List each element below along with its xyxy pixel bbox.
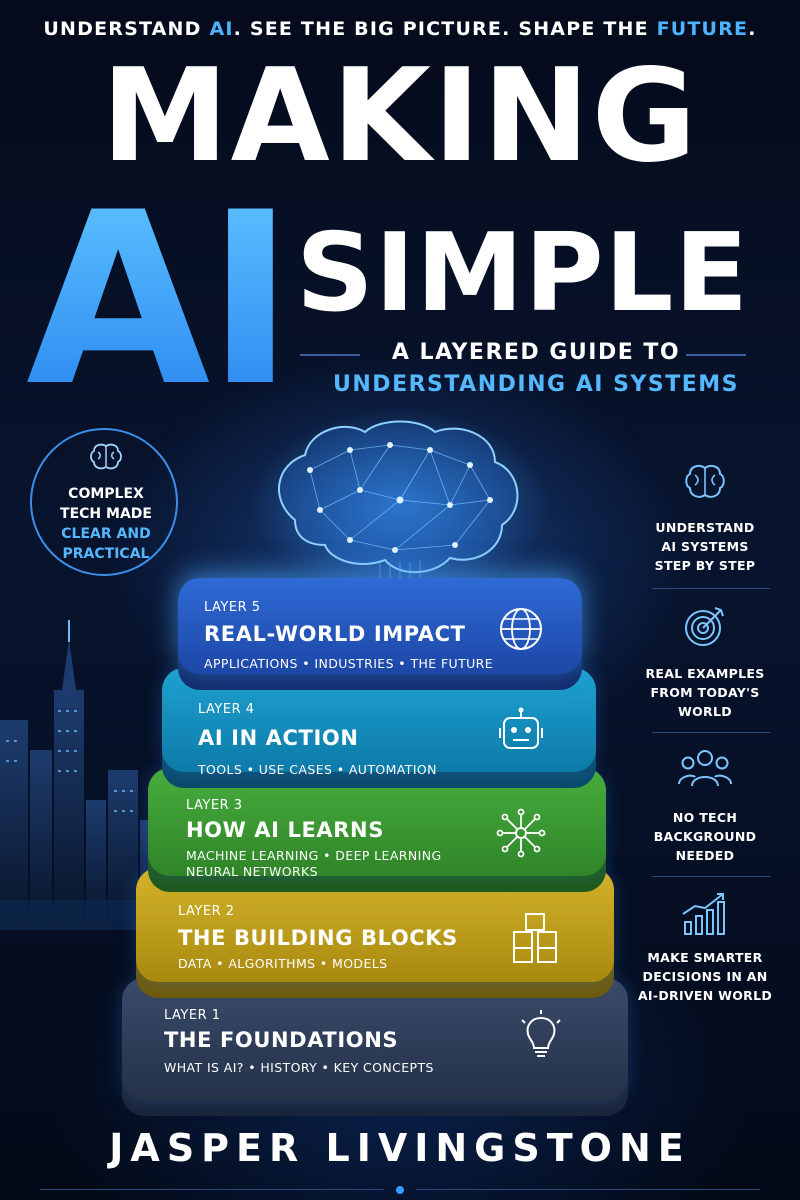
brain-icon bbox=[90, 443, 122, 470]
title-ai: AI bbox=[26, 162, 295, 439]
layer-label: LAYER 2 bbox=[178, 904, 235, 919]
author-name: JASPER LIVINGSTONE bbox=[109, 1126, 691, 1170]
author-dot bbox=[396, 1186, 404, 1194]
brain-network-illustration bbox=[250, 410, 550, 610]
layer-label: LAYER 3 bbox=[186, 798, 243, 813]
tagline: UNDERSTAND AI. SEE THE BIG PICTURE. SHAP… bbox=[0, 18, 800, 40]
layer-title: THE FOUNDATIONS bbox=[164, 1028, 399, 1052]
layer-1: LAYER 1 THE FOUNDATIONS WHAT IS AI? • HI… bbox=[122, 978, 628, 1116]
layer-label: LAYER 5 bbox=[204, 600, 261, 615]
lightbulb-icon bbox=[521, 1010, 561, 1057]
title-making: MAKING bbox=[101, 42, 699, 191]
feature-line: DECISIONS IN AN bbox=[642, 969, 768, 984]
feature-item: REAL EXAMPLES FROM TODAY'S WORLD bbox=[630, 604, 780, 721]
layer-face bbox=[122, 978, 628, 1100]
tagline-part: . SEE THE BIG PICTURE. SHAPE THE bbox=[233, 18, 657, 40]
layer-details-line2: NEURAL NETWORKS bbox=[186, 864, 318, 879]
subtitle-line1: A LAYERED GUIDE TO bbox=[391, 340, 681, 365]
layer-5: LAYER 5 REAL-WORLD IMPACT APPLICATIONS •… bbox=[178, 578, 582, 690]
feature-divider bbox=[652, 588, 770, 589]
badge-line2: TECH MADE bbox=[60, 506, 152, 522]
layer-title: REAL-WORLD IMPACT bbox=[204, 622, 466, 646]
feature-line: STEP BY STEP bbox=[654, 558, 756, 573]
growth-chart-icon bbox=[682, 893, 725, 935]
layer-face bbox=[178, 578, 582, 674]
feature-line: UNDERSTAND bbox=[655, 520, 755, 535]
layer-details: MACHINE LEARNING • DEEP LEARNING bbox=[186, 848, 442, 863]
layer-details: WHAT IS AI? • HISTORY • KEY CONCEPTS bbox=[164, 1060, 434, 1075]
layer-details: DATA • ALGORITHMS • MODELS bbox=[178, 956, 388, 971]
cubes-icon bbox=[513, 913, 557, 963]
layer-label: LAYER 1 bbox=[164, 1008, 221, 1023]
subtitle-rule-right bbox=[686, 354, 746, 356]
feature-divider bbox=[652, 732, 770, 733]
badge-circle: COMPLEX TECH MADE CLEAR AND PRACTICAL bbox=[30, 428, 178, 576]
layer-title: HOW AI LEARNS bbox=[186, 818, 384, 842]
people-icon bbox=[678, 750, 732, 787]
feature-line: BACKGROUND bbox=[653, 829, 757, 844]
layer-details: TOOLS • USE CASES • AUTOMATION bbox=[198, 762, 437, 777]
badge-line1: COMPLEX bbox=[68, 486, 144, 502]
brain-icon bbox=[685, 465, 725, 498]
badge-line3: CLEAR AND bbox=[61, 526, 151, 542]
layer-label: LAYER 4 bbox=[198, 702, 255, 717]
feature-divider bbox=[652, 876, 770, 877]
feature-item: NO TECH BACKGROUND NEEDED bbox=[630, 748, 780, 865]
subtitle-rule-left bbox=[300, 354, 360, 356]
tagline-part: . bbox=[748, 18, 757, 40]
target-icon bbox=[685, 607, 724, 646]
globe-icon bbox=[500, 608, 542, 650]
feature-item: UNDERSTAND AI SYSTEMS STEP BY STEP bbox=[630, 462, 780, 575]
feature-line: REAL EXAMPLES bbox=[645, 666, 765, 681]
layer-details: APPLICATIONS • INDUSTRIES • THE FUTURE bbox=[204, 656, 494, 671]
network-icon bbox=[496, 808, 546, 858]
feature-line: WORLD bbox=[678, 704, 732, 719]
author-rule-left bbox=[40, 1189, 384, 1190]
feature-line: NEEDED bbox=[675, 848, 735, 863]
feature-line: AI SYSTEMS bbox=[661, 539, 749, 554]
badge-line4: PRACTICAL bbox=[62, 546, 150, 562]
tagline-highlight: FUTURE bbox=[656, 18, 749, 40]
layer-title: AI IN ACTION bbox=[198, 726, 359, 750]
tagline-part: UNDERSTAND bbox=[43, 18, 210, 40]
layer-title: THE BUILDING BLOCKS bbox=[178, 926, 458, 950]
title-simple: SIMPLE bbox=[296, 211, 750, 336]
feature-line: FROM TODAY'S bbox=[650, 685, 760, 700]
robot-icon bbox=[499, 707, 543, 749]
feature-line: AI-DRIVEN WORLD bbox=[637, 988, 773, 1003]
feature-line: MAKE SMARTER bbox=[647, 950, 763, 965]
tagline-highlight: AI bbox=[209, 18, 234, 40]
feature-line: NO TECH bbox=[672, 810, 738, 825]
subtitle-line2: UNDERSTANDING AI SYSTEMS bbox=[333, 372, 739, 397]
feature-item: MAKE SMARTER DECISIONS IN AN AI-DRIVEN W… bbox=[630, 892, 780, 1005]
author-rule-right bbox=[416, 1189, 760, 1190]
